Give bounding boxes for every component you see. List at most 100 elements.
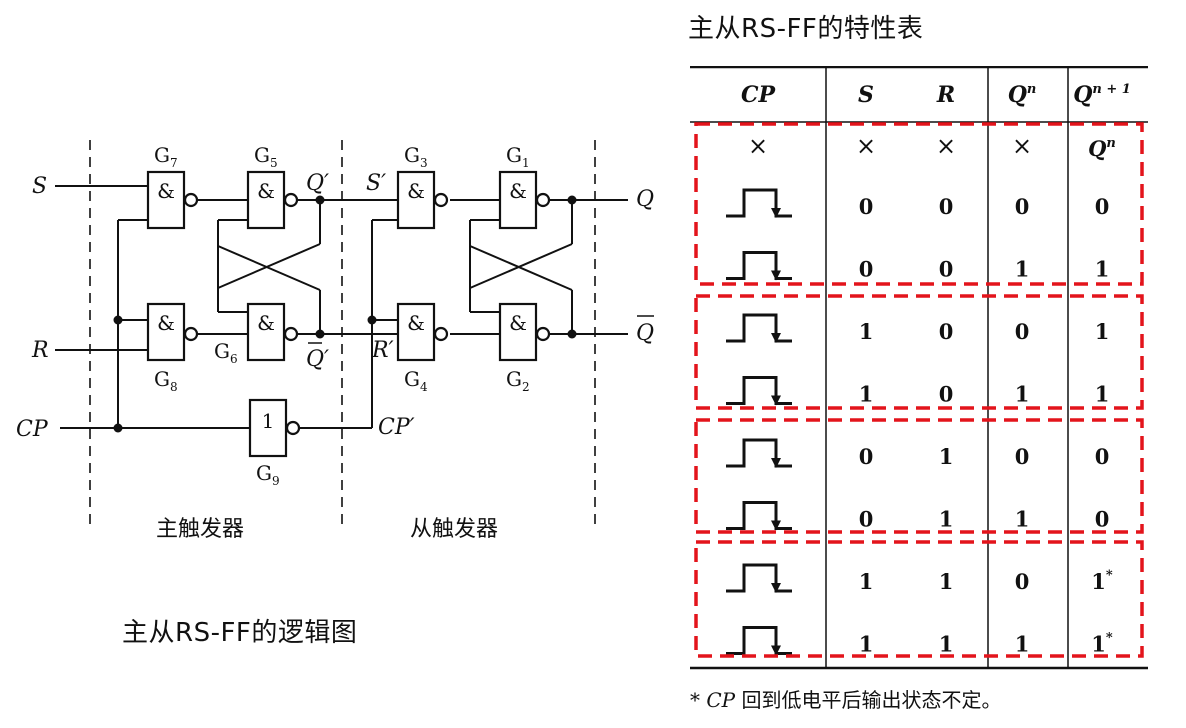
row-group-box-2 xyxy=(694,294,1144,410)
row-group-box-4 xyxy=(694,540,1144,658)
output-q-label: Q xyxy=(636,187,654,212)
gate-labels: G7 G5 G3 G1 G8 G6 G4 G2 G9 xyxy=(154,143,530,488)
down-arrow-icon xyxy=(771,333,781,343)
footnote-cp: CP xyxy=(706,688,736,712)
wires xyxy=(55,185,628,429)
s-prime-label: S′ xyxy=(366,171,386,196)
cell-qn: 0 xyxy=(1015,569,1030,594)
falling-edge-pulse-icon xyxy=(726,563,792,593)
gate-label-g6: G6 xyxy=(214,339,238,366)
footnote: * CP 回到低电平后输出状态不定。 xyxy=(690,684,1001,713)
footnote-star: * xyxy=(690,688,707,712)
gate-g2 xyxy=(498,302,538,362)
gate-label-g7: G7 xyxy=(154,143,178,170)
down-arrow-icon xyxy=(771,208,781,218)
not-symbol: 1 xyxy=(262,409,275,433)
input-cp-label: CP xyxy=(16,417,49,442)
and-symbol: & xyxy=(509,311,527,335)
cell-s: 1 xyxy=(859,632,874,657)
falling-edge-pulse-icon xyxy=(726,376,792,405)
cell-qn: 0 xyxy=(1015,319,1030,344)
down-arrow-icon xyxy=(771,458,781,468)
cell-s: 0 xyxy=(859,444,874,469)
table-row: 1 1 1 1* xyxy=(726,626,1113,657)
cell-r: 0 xyxy=(939,319,954,344)
signal-labels: S R CP Q′ Q′ S′ R′ CP′ Q Q xyxy=(16,171,654,442)
falling-edge-pulse-icon xyxy=(726,188,792,218)
cell-qn1: 1 xyxy=(1095,382,1110,407)
master-section-label: 主触发器 xyxy=(156,517,244,542)
cell-s: 0 xyxy=(859,507,874,532)
cell-qn: 1 xyxy=(1015,257,1030,282)
gate-g6 xyxy=(246,302,286,362)
cell-qn: 1 xyxy=(1015,382,1030,407)
cell-qn1: 1 xyxy=(1095,319,1110,344)
r-prime-label: R′ xyxy=(371,338,394,363)
table-title: 主从RS-FF的特性表 xyxy=(688,14,924,44)
gates xyxy=(146,170,551,458)
table-grid xyxy=(690,66,1148,670)
cell-qn1: Qn xyxy=(1088,136,1116,161)
gate-label-g2: G2 xyxy=(506,367,530,394)
and-symbol: & xyxy=(157,311,175,335)
gate-g8 xyxy=(146,302,186,362)
footnote-text: 回到低电平后输出状态不定。 xyxy=(735,688,1002,712)
section-dividers xyxy=(89,140,596,525)
and-symbol: & xyxy=(257,179,275,203)
down-arrow-icon xyxy=(771,270,781,281)
cell-qn1: 1* xyxy=(1091,631,1113,657)
cell-r: × xyxy=(936,132,956,160)
gate-g1 xyxy=(498,170,538,230)
cell-qn: 1 xyxy=(1015,507,1030,532)
cell-qn: 0 xyxy=(1015,444,1030,469)
row-group-box-1 xyxy=(694,122,1144,286)
section-labels: 主触发器 从触发器 xyxy=(156,517,498,542)
cell-qn: × xyxy=(1012,132,1032,160)
cell-qn1: 0 xyxy=(1095,194,1110,219)
and-symbol: & xyxy=(257,311,275,335)
input-r-label: R xyxy=(31,338,49,363)
cell-qn1: 1 xyxy=(1095,257,1110,282)
cell-s: 1 xyxy=(859,569,874,594)
table-row-first: × × × × Qn xyxy=(748,132,1116,161)
cell-r: 1 xyxy=(939,444,954,469)
header-qn: Qn xyxy=(1008,82,1037,108)
cell-s: 1 xyxy=(859,382,874,407)
gate-label-g9: G9 xyxy=(256,461,280,488)
cell-qn1: 1* xyxy=(1091,568,1113,594)
cell-cp: × xyxy=(748,132,768,160)
cell-r: 1 xyxy=(939,632,954,657)
down-arrow-icon xyxy=(771,520,781,531)
table-header: CP S R Qn Qn + 1 xyxy=(741,82,1131,108)
and-symbol: & xyxy=(407,311,425,335)
header-r: R xyxy=(936,82,955,108)
cell-qn: 1 xyxy=(1015,632,1030,657)
row-group-boxes xyxy=(694,122,1144,658)
gate-label-g3: G3 xyxy=(404,143,428,170)
cell-s: 0 xyxy=(859,257,874,282)
output-qbar-label: Q xyxy=(636,321,654,346)
cell-qn1: 0 xyxy=(1095,507,1110,532)
down-arrow-icon xyxy=(771,645,781,656)
cell-qn: 0 xyxy=(1015,194,1030,219)
gate-label-g5: G5 xyxy=(254,143,278,170)
input-s-label: S xyxy=(32,174,47,199)
falling-edge-pulse-icon xyxy=(726,313,792,343)
and-symbol: & xyxy=(157,179,175,203)
gate-g7 xyxy=(146,170,186,230)
cell-s: 0 xyxy=(859,194,874,219)
slave-section-label: 从触发器 xyxy=(410,517,498,542)
row-group-box-3 xyxy=(694,418,1144,534)
gate-label-g1: G1 xyxy=(506,143,530,170)
header-s: S xyxy=(858,82,874,108)
gate-g3 xyxy=(396,170,436,230)
and-symbol: & xyxy=(509,179,527,203)
junction-dots xyxy=(113,195,577,433)
down-arrow-icon xyxy=(771,395,781,406)
gate-g4 xyxy=(396,302,436,362)
cell-s: × xyxy=(856,132,876,160)
